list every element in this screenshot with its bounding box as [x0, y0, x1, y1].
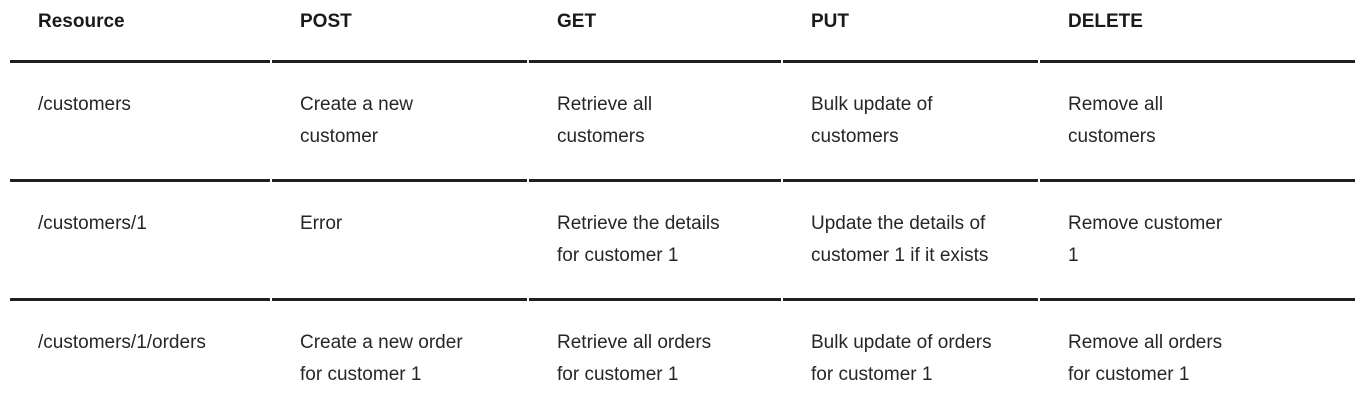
table-row-customer-1-orders: /customers/1/orders Create a new order f…	[10, 301, 1355, 416]
cell-put: Bulk update of customers	[783, 63, 1038, 182]
cell-get: Retrieve all orders for customer 1	[557, 332, 712, 385]
table-row-customer-1: /customers/1 Error Retrieve the details …	[10, 182, 1355, 301]
column-header-post: POST	[272, 2, 527, 63]
table-header-row: Resource POST GET PUT DELETE	[10, 2, 1355, 63]
cell-get: Retrieve all customers	[529, 63, 781, 182]
cell-put: Bulk update of orders for customer 1	[811, 332, 992, 385]
column-header-get: GET	[529, 2, 781, 63]
cell-resource: /customers/1/orders	[38, 332, 206, 353]
rest-api-operations-table: Resource POST GET PUT DELETE /customers …	[8, 2, 1357, 416]
cell-post: Create a new order for customer 1	[300, 332, 463, 385]
cell-post: Error	[272, 182, 527, 301]
table-row-customers: /customers Create a new customer Retriev…	[10, 63, 1355, 182]
column-header-delete: DELETE	[1040, 2, 1355, 63]
cell-delete: Remove customer 1	[1040, 182, 1355, 301]
cell-get: Retrieve the details for customer 1	[529, 182, 781, 301]
cell-delete: Remove all customers	[1040, 63, 1355, 182]
column-header-resource: Resource	[10, 2, 270, 63]
cell-post: Create a new customer	[272, 63, 527, 182]
cell-delete: Remove all orders for customer 1	[1068, 332, 1223, 385]
cell-resource: /customers/1	[10, 182, 270, 301]
column-header-put: PUT	[783, 2, 1038, 63]
cell-put: Update the details of customer 1 if it e…	[783, 182, 1038, 301]
cell-resource: /customers	[10, 63, 270, 182]
